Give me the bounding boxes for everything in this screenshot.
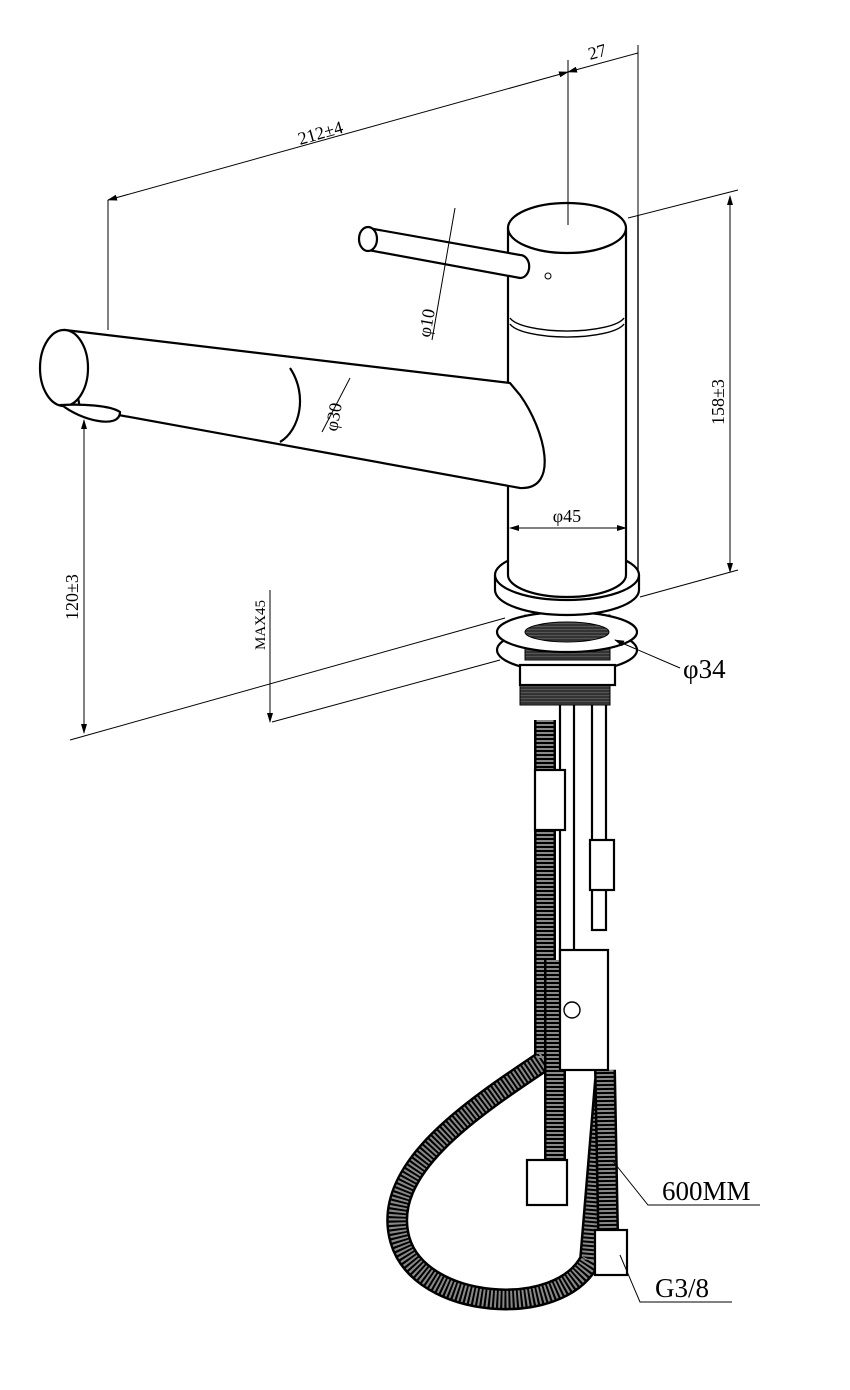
braided-hoses	[386, 688, 629, 1311]
hose-nut-left	[525, 1158, 569, 1207]
label-hose-length: 600MM	[662, 1176, 751, 1206]
label-connection-thread: G3/8	[655, 1273, 709, 1303]
label-overall-reach: 212±4	[296, 117, 346, 149]
hose-nut-right	[593, 1228, 629, 1277]
label-spout-diameter: φ30	[321, 401, 346, 432]
label-body-diameter: φ45	[553, 506, 581, 526]
handle-lever[interactable]	[357, 225, 531, 280]
label-spout-height: 120±3	[62, 574, 82, 620]
spout[interactable]	[38, 328, 546, 490]
mounting-assembly	[495, 610, 639, 706]
body-top-cap	[506, 201, 628, 255]
label-max-counter-thickness: MAX45	[253, 600, 269, 650]
label-lever-diameter: φ10	[414, 307, 439, 338]
label-body-offset: 27	[586, 40, 609, 64]
faucet-body	[506, 201, 639, 599]
label-body-height: 158±3	[708, 379, 728, 425]
dimension-lines	[69, 45, 760, 1303]
label-mount-hole: φ34	[683, 654, 726, 684]
